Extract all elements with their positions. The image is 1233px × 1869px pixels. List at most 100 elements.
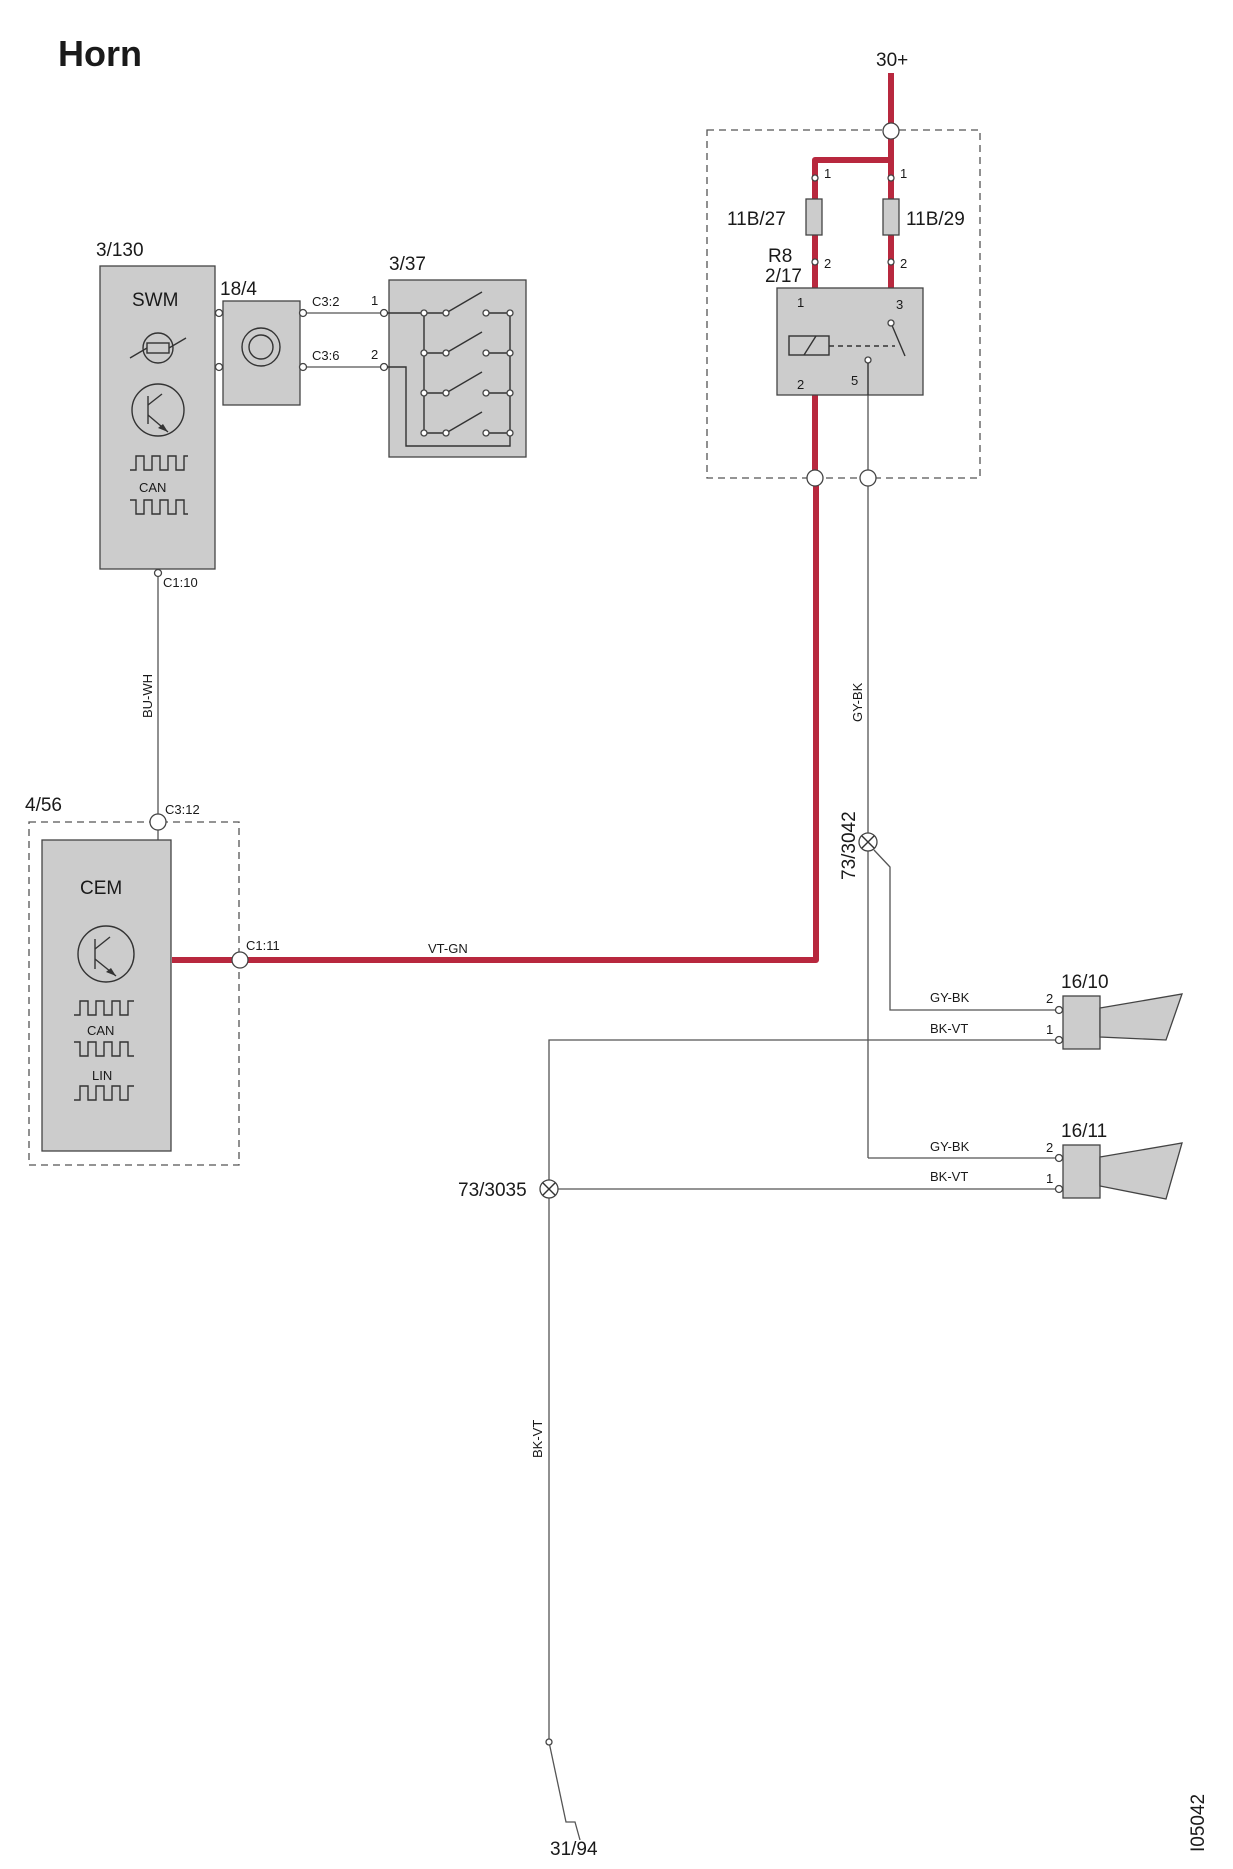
relay-contact-blade	[890, 322, 906, 357]
ground-symbol	[548, 1741, 581, 1841]
wire-label-ground-bk-vt: BK-VT	[530, 1420, 545, 1458]
swm-can-wave-bottom	[130, 499, 188, 515]
fuse-11b29-term-bot	[887, 258, 895, 266]
fuse-11b29-term-top	[887, 174, 895, 182]
cem-lin-label: LIN	[92, 1068, 112, 1083]
horn-2-trumpet	[1099, 1142, 1183, 1200]
horn-1-pin2: 2	[1046, 991, 1053, 1006]
horn-switch-body	[388, 279, 527, 458]
fuse-relay-box-outline	[706, 129, 981, 479]
swm-pin-c110	[153, 568, 163, 578]
splice-73-3035-label: 73/3035	[458, 1180, 527, 1201]
horn-switch-term1	[379, 308, 389, 318]
cem-pin-c312-node	[149, 813, 167, 831]
horn-2-pin2: 2	[1046, 1140, 1053, 1155]
wire-label-horn2-gy-bk: GY-BK	[930, 1139, 970, 1154]
swm-id: 3/130	[96, 240, 144, 261]
swm-name: SWM	[132, 290, 178, 311]
horn-1-connector	[1062, 995, 1101, 1050]
clockspring-term-a	[298, 308, 308, 318]
clockspring-outer-icon	[241, 327, 281, 367]
cem-lin-wave	[74, 1085, 134, 1101]
fuse-11b27-label: 11B/27	[727, 209, 786, 230]
clockspring-inner-icon	[248, 334, 274, 360]
fuse-11b29	[882, 198, 900, 236]
clockspring-pin-a: C3:2	[312, 294, 339, 309]
swm-pin-c110-label: C1:10	[163, 575, 198, 590]
relay-contact-pivot	[887, 319, 895, 327]
relay-node-out	[859, 469, 877, 487]
swm-term-c32	[214, 308, 224, 318]
fuse-11b27	[805, 198, 823, 236]
horn-1-id: 16/10	[1061, 972, 1109, 993]
cem-transistor-arrow	[106, 968, 116, 976]
splice-73-3042-x2	[861, 835, 875, 849]
figure-id: I05042	[1188, 1794, 1209, 1852]
fuse-11b29-label: 11B/29	[906, 209, 965, 230]
diagram-title: Horn	[58, 33, 142, 74]
fuse-11b27-pin2: 2	[824, 256, 831, 271]
wire-label-vt-gn: VT-GN	[428, 941, 468, 956]
swm-sensor-icon	[142, 332, 174, 364]
splice-73-3042-label: 73/3042	[839, 811, 860, 880]
fuse-11b29-pin2: 2	[900, 256, 907, 271]
cem-can-wave-top	[74, 1000, 134, 1016]
horn-2-id: 16/11	[1061, 1121, 1107, 1142]
horn-1-trumpet	[1099, 993, 1183, 1041]
horn-1-term1	[1054, 1035, 1064, 1045]
cem-can-label: CAN	[87, 1023, 114, 1038]
relay-node-coil	[806, 469, 824, 487]
vt-gn-wire	[172, 477, 819, 963]
swm-transistor-arrow	[158, 424, 168, 432]
horn-switch-id: 3/37	[389, 254, 426, 275]
supply-label: 30+	[876, 50, 908, 71]
wire-label-horn2-bk-vt: BK-VT	[930, 1169, 968, 1184]
relay-pin3: 3	[896, 297, 903, 312]
relay-pin2: 2	[797, 377, 804, 392]
fuse-11b29-pin1: 1	[900, 166, 907, 181]
relay-contact-fixed	[864, 356, 872, 364]
splice-73-3035-x2	[542, 1182, 556, 1196]
swm-can-wave-top	[130, 455, 188, 471]
wire-label-bu-wh: BU-WH	[140, 674, 155, 718]
horn-1-term2	[1054, 1005, 1064, 1015]
cem-can-wave-bottom	[74, 1041, 134, 1057]
swm-transistor-c	[147, 393, 163, 406]
clockspring-id: 18/4	[220, 279, 257, 300]
horn-switch-contacts	[420, 291, 514, 437]
fuse-11b27-term-top	[811, 174, 819, 182]
ground-label: 31/94	[550, 1839, 598, 1860]
swm-body	[99, 265, 216, 570]
swm-can-label: CAN	[139, 480, 166, 495]
wire-bk-vt-horn1	[548, 1039, 1056, 1742]
relay-pin5: 5	[851, 373, 858, 388]
horn-switch-pin2: 2	[371, 347, 378, 362]
cem-id: 4/56	[25, 795, 62, 816]
horn-switch-pin1: 1	[371, 293, 378, 308]
clockspring-term-b	[298, 362, 308, 372]
cem-name: CEM	[80, 878, 122, 899]
cem-body	[41, 839, 172, 1152]
cem-transistor-c	[94, 936, 111, 950]
wire-gy-bk-horn1	[873, 849, 1055, 1011]
wire-label-horn1-gy-bk: GY-BK	[930, 990, 970, 1005]
swm-sensor-line1	[129, 347, 148, 359]
horn-1-pin1: 1	[1046, 1022, 1053, 1037]
horn-2-term2	[1054, 1153, 1064, 1163]
horn-2-pin1: 1	[1046, 1171, 1053, 1186]
cem-pin-c111: C1:11	[246, 938, 280, 953]
clockspring-body	[222, 300, 301, 406]
relay-coil-diag	[803, 335, 817, 356]
swm-transistor-icon	[131, 383, 185, 437]
relay-id-line2: 2/17	[765, 266, 802, 287]
wire-label-horn1-bk-vt: BK-VT	[930, 1021, 968, 1036]
cem-pin-c111-node	[231, 951, 249, 969]
wire-label-gy-bk: GY-BK	[850, 682, 865, 722]
swm-sensor-line2	[168, 337, 187, 349]
relay-pin1: 1	[797, 295, 804, 310]
clockspring-pin-b: C3:6	[312, 348, 339, 363]
cem-pin-c312: C3:12	[165, 802, 200, 817]
horn-2-connector	[1062, 1144, 1101, 1199]
horn-switch-term2	[379, 362, 389, 372]
